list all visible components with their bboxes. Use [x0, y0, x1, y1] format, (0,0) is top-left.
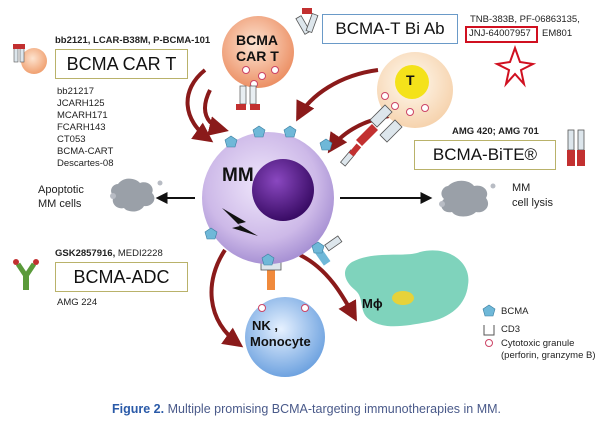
adc-extra: AMG 224	[57, 297, 98, 308]
nk-label-2: Monocyte	[250, 334, 311, 349]
adc-products-rest: MEDI2228	[117, 248, 163, 259]
bi-ab-icon	[295, 8, 319, 35]
apoptotic-cells	[110, 178, 163, 212]
car-t-list-item: FCARH143	[57, 122, 106, 133]
bi-ab-box: BCMA-T Bi Ab	[322, 14, 458, 44]
macrophage	[313, 235, 469, 327]
figure-caption-label: Figure 2.	[112, 402, 165, 416]
highlight-star	[493, 45, 537, 88]
car-t-icon	[13, 44, 47, 74]
car-t-list-item: BCMA-CART	[57, 146, 114, 157]
lysed-cells	[439, 180, 496, 217]
bite-products-header: AMG 420; AMG 701	[452, 126, 539, 137]
adc-box: BCMA-ADC	[55, 262, 188, 292]
legend-cd3: CD3	[501, 324, 521, 335]
figure-caption: Figure 2. Multiple promising BCMA-target…	[112, 402, 501, 416]
bite-icon	[567, 129, 585, 166]
t-cell-label: T	[406, 72, 415, 88]
car-t-list: bb21217 JCARH125 MCARH171 FCARH143 CT053…	[57, 86, 114, 170]
legend-symbols	[482, 304, 496, 347]
bite-box-label: BCMA-BiTE®	[432, 145, 538, 164]
apoptotic-label-1: Apoptotic	[38, 184, 84, 196]
adc-icon	[13, 259, 39, 290]
car-t-cell	[222, 16, 294, 110]
car-t-list-item: MCARH171	[57, 110, 108, 121]
car-t-cell-label-2: CAR T	[236, 48, 279, 64]
car-t-list-item: Descartes-08	[57, 158, 114, 169]
bi-ab-products-line1: TNB-383B, PF-06863135,	[470, 14, 580, 25]
car-t-box-label: BCMA CAR T	[66, 53, 177, 74]
mm-cell	[202, 125, 334, 266]
bi-ab-after-highlight: EM801	[542, 28, 573, 39]
mm-label: MM	[222, 165, 254, 186]
figure-caption-text: Multiple promising BCMA-targeting immuno…	[167, 402, 502, 416]
macrophage-label: Mϕ	[362, 296, 383, 311]
car-t-box: BCMA CAR T	[55, 49, 188, 79]
nk-label-1: NK ,	[252, 318, 278, 333]
t-cell	[356, 52, 453, 146]
bite-box: BCMA-BiTE®	[414, 140, 556, 170]
car-t-list-item: JCARH125	[57, 98, 105, 109]
car-t-products-header: bb2121, LCAR-B38M, P-BCMA-101	[55, 35, 211, 46]
highlighted-product-box	[465, 26, 538, 43]
adc-box-label: BCMA-ADC	[73, 266, 170, 287]
car-t-list-item: CT053	[57, 134, 86, 145]
adc-products-bold: GSK2857916,	[55, 248, 116, 259]
nk-cell	[245, 261, 325, 377]
bi-ab-highlighted: JNJ-64007957	[469, 28, 531, 39]
legend-bcma: BCMA	[501, 306, 529, 317]
car-t-cell-label-1: BCMA	[236, 32, 278, 48]
lysis-label-1: MM	[512, 182, 531, 194]
legend-granule-2: (perforin, granzyme B)	[501, 350, 596, 361]
car-t-list-item: bb21217	[57, 86, 94, 97]
adc-products-header: GSK2857916, MEDI2228	[55, 248, 163, 259]
legend-granule-1: Cytotoxic granule	[501, 338, 575, 349]
bi-ab-box-label: BCMA-T Bi Ab	[335, 19, 445, 38]
bite-molecule	[339, 143, 362, 167]
apoptotic-label-2: MM cells	[38, 198, 82, 210]
lysis-label-2: cell lysis	[512, 197, 553, 209]
